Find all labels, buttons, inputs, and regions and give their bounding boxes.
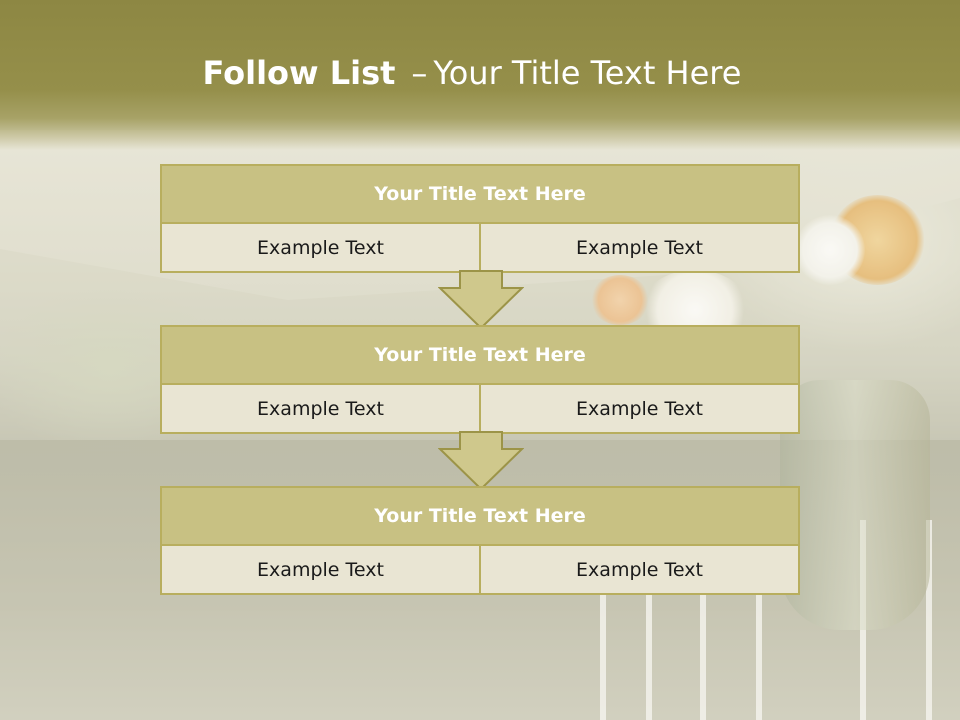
flow-block: Your Title Text Here Example Text Exampl… [160,486,800,595]
flow-block: Your Title Text Here Example Text Exampl… [160,164,800,273]
title-rest: Your Title Text Here [433,54,742,92]
page-title: Follow List–Your Title Text Here [0,54,944,92]
flower [795,215,865,285]
flower [590,275,650,325]
block-row: Example Text Example Text [162,546,798,593]
chair [700,580,762,720]
block-row: Example Text Example Text [162,224,798,271]
block-title: Your Title Text Here [162,327,798,385]
block-cell-left: Example Text [162,224,479,271]
down-arrow-icon [438,270,524,330]
flow-block: Your Title Text Here Example Text Exampl… [160,325,800,434]
title-band [0,0,960,150]
block-cell-left: Example Text [162,385,479,432]
block-row: Example Text Example Text [162,385,798,432]
chair [600,560,652,720]
down-arrow-icon [438,431,524,491]
title-bold: Follow List [202,54,396,92]
mason-jar [780,380,930,630]
block-cell-right: Example Text [479,224,798,271]
block-title: Your Title Text Here [162,488,798,546]
block-cell-right: Example Text [479,546,798,593]
block-cell-right: Example Text [479,385,798,432]
block-title: Your Title Text Here [162,166,798,224]
block-cell-left: Example Text [162,546,479,593]
title-separator: – [411,54,428,92]
